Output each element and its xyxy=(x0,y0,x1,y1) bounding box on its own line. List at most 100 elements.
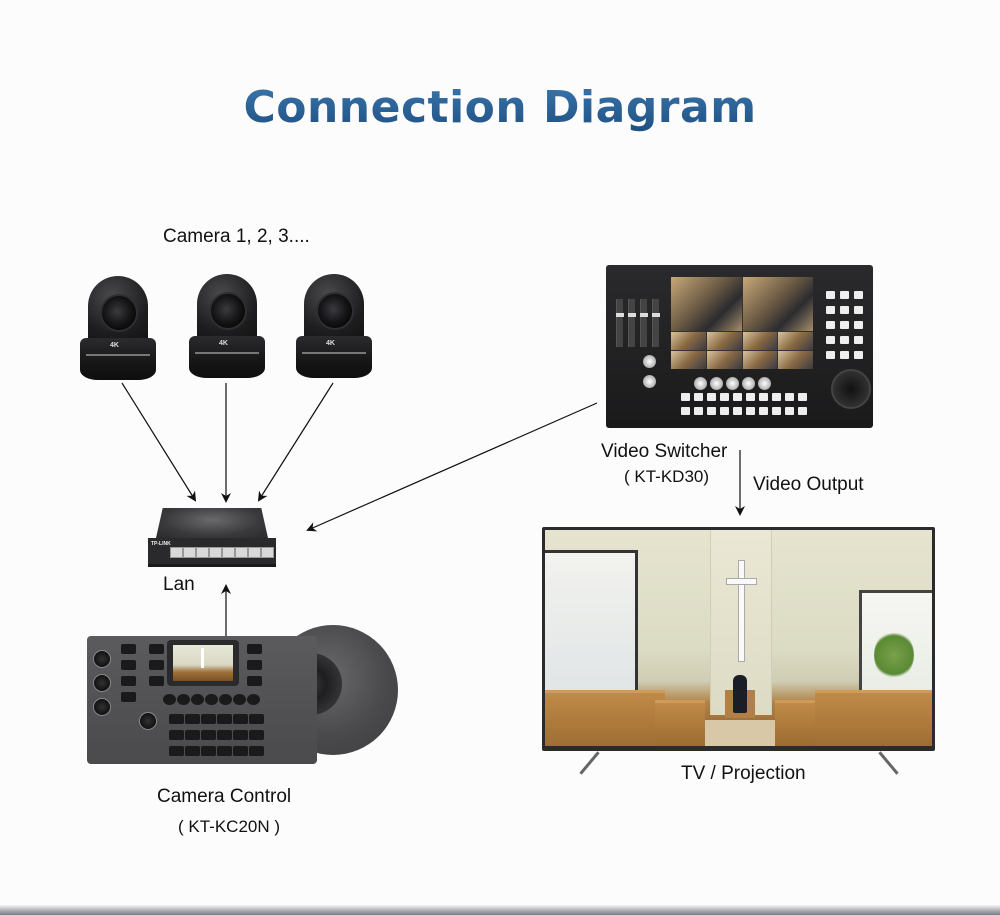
window-left xyxy=(545,550,638,706)
multiview-screen xyxy=(671,277,813,369)
dial-knob xyxy=(93,650,111,668)
switch-brand: TP-LINK xyxy=(151,541,171,547)
diagram-title: Connection Diagram xyxy=(0,82,1000,133)
camera-lens-icon xyxy=(100,294,138,332)
keypad-key xyxy=(217,746,232,756)
camera-select-button xyxy=(233,694,246,705)
keypad-key xyxy=(169,746,184,756)
keypad-key xyxy=(233,746,248,756)
focus-knob xyxy=(643,355,656,368)
tv-stand-left xyxy=(579,751,600,775)
keypad-key xyxy=(249,746,264,756)
switcher-key xyxy=(681,393,690,401)
keypad-key xyxy=(840,321,849,329)
pew xyxy=(655,700,705,746)
ethernet-port-icon xyxy=(196,547,209,558)
keypad-key xyxy=(826,291,835,299)
control-button xyxy=(247,660,262,670)
lan-label: Lan xyxy=(163,574,195,595)
camera-1: 4K xyxy=(80,276,156,380)
camera-control-label: Camera Control xyxy=(157,786,292,807)
video-output-label: Video Output xyxy=(753,474,864,495)
keypad-key xyxy=(840,351,849,359)
camera-select-button xyxy=(219,694,232,705)
ethernet-port-icon xyxy=(222,547,235,558)
switcher-key xyxy=(707,407,716,415)
keypad-key xyxy=(840,291,849,299)
color-knob xyxy=(710,377,723,390)
keypad-key xyxy=(840,336,849,344)
camera-select-button xyxy=(191,694,204,705)
camera-lens-icon xyxy=(316,292,354,330)
keypad-key xyxy=(854,306,863,314)
keypad-key xyxy=(201,714,216,724)
focus-dial xyxy=(139,712,157,730)
switcher-key xyxy=(681,407,690,415)
ethernet-port-icon xyxy=(261,547,274,558)
tv-screen xyxy=(545,530,932,746)
switcher-key xyxy=(759,407,768,415)
switcher-key xyxy=(785,393,794,401)
bottom-shadow xyxy=(0,905,1000,915)
lan-switch: TP-LINK xyxy=(148,508,276,570)
keypad-key xyxy=(233,714,248,724)
camera-trim xyxy=(86,354,150,356)
switcher-key xyxy=(694,393,703,401)
control-button xyxy=(247,644,262,654)
switcher-key xyxy=(746,407,755,415)
dial-knob xyxy=(93,698,111,716)
camera-lens-icon xyxy=(209,292,247,330)
switcher-key xyxy=(785,407,794,415)
color-knob xyxy=(742,377,755,390)
switch-front-panel: TP-LINK xyxy=(148,538,276,567)
camera-select-button xyxy=(247,694,260,705)
tv-label: TV / Projection xyxy=(681,763,806,784)
ethernet-port-icon xyxy=(209,547,222,558)
camera-badge: 4K xyxy=(110,342,119,349)
floor xyxy=(695,720,790,746)
camera-select-button xyxy=(177,694,190,705)
switcher-key xyxy=(798,407,807,415)
camera-trim xyxy=(302,352,366,354)
ethernet-port-icon xyxy=(183,547,196,558)
switch-top xyxy=(156,508,268,538)
source-row xyxy=(671,332,813,350)
color-knob xyxy=(758,377,771,390)
camera-select-button xyxy=(205,694,218,705)
keypad-key xyxy=(169,714,184,724)
preview-lcd xyxy=(167,640,239,686)
keypad-key xyxy=(826,321,835,329)
switcher-key xyxy=(694,407,703,415)
ethernet-port-icon xyxy=(235,547,248,558)
joystick-icon xyxy=(831,369,871,409)
arrow-camera-3 xyxy=(257,382,334,502)
color-knob xyxy=(726,377,739,390)
audio-fader xyxy=(628,299,636,347)
camera-base xyxy=(189,336,265,378)
keypad-key xyxy=(185,746,200,756)
ethernet-port-icon xyxy=(248,547,261,558)
switcher-key xyxy=(746,393,755,401)
keypad-key xyxy=(249,714,264,724)
camera-base xyxy=(80,338,156,380)
arrow-switcher-to-lan xyxy=(306,402,598,532)
program-window xyxy=(742,277,813,331)
person-figure xyxy=(733,675,747,713)
keypad-key xyxy=(854,291,863,299)
control-button xyxy=(149,660,164,670)
camera-badge: 4K xyxy=(326,340,335,347)
control-button xyxy=(247,676,262,686)
camera-control-model: ( KT-KC20N ) xyxy=(178,817,281,836)
switcher-key xyxy=(733,407,742,415)
camera-3: 4K xyxy=(296,274,372,378)
camera-badge: 4K xyxy=(219,340,228,347)
switcher-key xyxy=(720,407,729,415)
switcher-key xyxy=(759,393,768,401)
keypad-key xyxy=(826,306,835,314)
audio-fader xyxy=(640,299,648,347)
keypad-key xyxy=(169,730,184,740)
control-button xyxy=(149,644,164,654)
cross-icon xyxy=(738,560,745,662)
cross-bar xyxy=(726,578,757,585)
keypad-key xyxy=(249,730,264,740)
